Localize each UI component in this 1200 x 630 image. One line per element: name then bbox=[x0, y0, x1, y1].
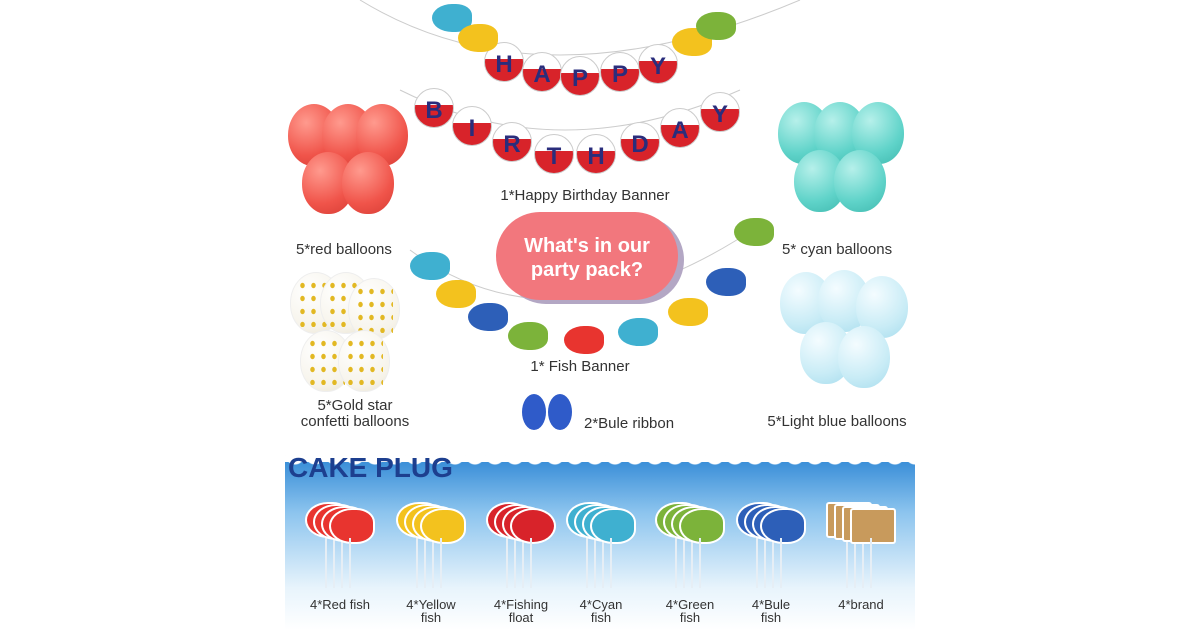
cake-topper-stick bbox=[610, 538, 612, 588]
fish-icon bbox=[696, 12, 736, 40]
happy-banner-letter: P bbox=[600, 52, 640, 92]
cake-topper-stick bbox=[333, 538, 335, 588]
cake-topper-stick bbox=[506, 538, 508, 588]
cake-topper-stick bbox=[440, 538, 442, 588]
birthday-banner-letter: T bbox=[534, 134, 574, 174]
happy-birthday-banner-label: 1*Happy Birthday Banner bbox=[500, 187, 670, 204]
birthday-banner-letter: D bbox=[620, 122, 660, 162]
birthday-banner-letter: H bbox=[576, 134, 616, 174]
cake-plug-title: CAKE PLUG bbox=[288, 452, 453, 483]
light-blue-balloons-label: 5*Light blue balloons bbox=[767, 413, 907, 430]
cake-topper-stick bbox=[325, 538, 327, 588]
red-balloons-label: 5*red balloons bbox=[296, 241, 392, 258]
cake-topper-stick bbox=[772, 538, 774, 588]
cake-topper-stick bbox=[586, 538, 588, 588]
cake-topper-stick bbox=[416, 538, 418, 588]
birthday-banner-letter: B bbox=[414, 88, 454, 128]
cake-topper-stick bbox=[764, 538, 766, 588]
cake-topper-stick bbox=[424, 538, 426, 588]
cake-topper-stick bbox=[854, 538, 856, 588]
cake-topper-stick bbox=[530, 538, 532, 588]
cake-topper-stick bbox=[699, 538, 701, 588]
cake-topper-shape bbox=[590, 508, 636, 544]
cake-topper-stick bbox=[846, 538, 848, 588]
cake-topper-stick bbox=[675, 538, 677, 588]
cake-topper-stick bbox=[349, 538, 351, 588]
cake-topper-shape bbox=[760, 508, 806, 544]
cake-topper-label: 4*brand bbox=[838, 597, 884, 612]
cake-topper-stick bbox=[756, 538, 758, 588]
cake-topper-stick bbox=[514, 538, 516, 588]
birthday-banner-letter: A bbox=[660, 108, 700, 148]
cake-topper-stick bbox=[862, 538, 864, 588]
cake-topper-stick bbox=[602, 538, 604, 588]
cake-topper-stick bbox=[691, 538, 693, 588]
ribbon-label: 2*Bule ribbon bbox=[584, 415, 675, 432]
cake-topper-stick bbox=[780, 538, 782, 588]
birthday-banner-letter: I bbox=[452, 106, 492, 146]
happy-banner-letter: Y bbox=[638, 44, 678, 84]
cake-plug-background bbox=[285, 462, 915, 630]
cake-topper-stick bbox=[683, 538, 685, 588]
fish-banner-label: 1* Fish Banner bbox=[530, 358, 630, 375]
cake-topper-shape bbox=[850, 508, 896, 544]
wave-decoration bbox=[285, 455, 915, 469]
cake-topper-shape bbox=[420, 508, 466, 544]
happy-banner-letter: P bbox=[560, 56, 600, 96]
cake-topper-stick bbox=[522, 538, 524, 588]
cake-topper-shape bbox=[510, 508, 556, 544]
birthday-banner-letter: Y bbox=[700, 92, 740, 132]
cake-topper-label: 4*Red fish bbox=[310, 597, 370, 612]
fish-icon bbox=[458, 24, 498, 52]
birthday-banner-letter: R bbox=[492, 122, 532, 162]
happy-banner-letter: A bbox=[522, 52, 562, 92]
cake-topper-stick bbox=[432, 538, 434, 588]
cake-topper-shape bbox=[679, 508, 725, 544]
cake-topper-stick bbox=[870, 538, 872, 588]
cake-topper-stick bbox=[594, 538, 596, 588]
cake-topper-shape bbox=[329, 508, 375, 544]
cyan-balloons-label: 5* cyan balloons bbox=[782, 241, 893, 258]
cake-topper-stick bbox=[341, 538, 343, 588]
